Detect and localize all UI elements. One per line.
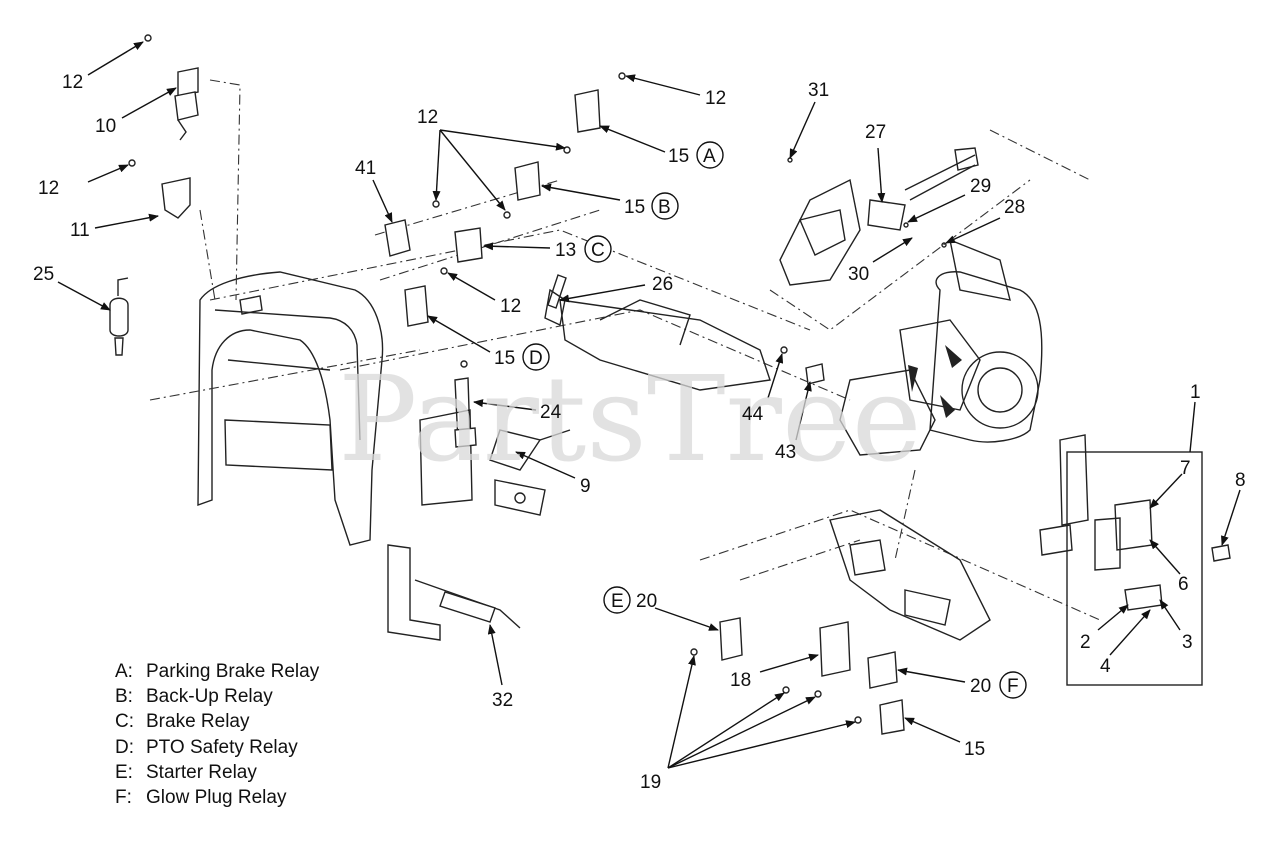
callout-13: 13	[555, 240, 576, 261]
callout-31: 31	[808, 80, 829, 101]
callout-9: 9	[580, 476, 591, 497]
callout-11: 11	[70, 220, 90, 241]
callout-12: 12	[417, 107, 438, 128]
circled-letter-e: E	[611, 591, 624, 612]
legend-label: Parking Brake Relay	[146, 661, 320, 682]
legend-label: Brake Relay	[146, 711, 250, 732]
callout-32: 32	[492, 690, 513, 711]
legend-key: F:	[115, 787, 132, 808]
callout-2: 2	[1080, 632, 1091, 653]
callout-4: 4	[1100, 656, 1111, 677]
callout-19: 19	[640, 772, 661, 793]
legend-key: D:	[115, 737, 134, 758]
circled-letter-f: F	[1007, 676, 1019, 697]
legend-key: C:	[115, 711, 134, 732]
callout-7: 7	[1180, 458, 1191, 479]
legend-key: A:	[115, 661, 133, 682]
circled-letter-a: A	[703, 146, 716, 167]
legend: A: Parking Brake Relay B: Back-Up Relay …	[115, 661, 320, 808]
legend-label: Starter Relay	[146, 762, 257, 783]
legend-label: Back-Up Relay	[146, 686, 273, 707]
frame-drawing	[149, 79, 1231, 686]
circled-letters: A B C D E F	[522, 141, 1027, 699]
callout-15: 15	[668, 146, 689, 167]
legend-key: B:	[115, 686, 133, 707]
leader-lines	[57, 41, 1241, 769]
callout-labels: 12 10 12 12 11 25 12 41 15 15 13 12 26 1…	[33, 72, 1246, 793]
callout-15: 15	[624, 197, 645, 218]
callout-12: 12	[38, 178, 59, 199]
callout-29: 29	[970, 176, 991, 197]
callout-41: 41	[355, 158, 376, 179]
legend-label: Glow Plug Relay	[146, 787, 287, 808]
callout-43: 43	[775, 442, 796, 463]
legend-key: E:	[115, 762, 133, 783]
legend-label: PTO Safety Relay	[146, 737, 298, 758]
callout-1: 1	[1190, 382, 1201, 403]
circled-letter-c: C	[591, 240, 605, 261]
callout-28: 28	[1004, 197, 1025, 218]
callout-15: 15	[964, 739, 985, 760]
callout-20: 20	[636, 591, 657, 612]
callout-18: 18	[730, 670, 751, 691]
callout-6: 6	[1178, 574, 1189, 595]
callout-15: 15	[494, 348, 515, 369]
callout-12: 12	[500, 296, 521, 317]
callout-44: 44	[742, 404, 764, 425]
callout-10: 10	[95, 116, 116, 137]
callout-25: 25	[33, 264, 54, 285]
callout-26: 26	[652, 274, 673, 295]
circled-letter-d: D	[529, 348, 543, 369]
callout-27: 27	[865, 122, 886, 143]
callout-3: 3	[1182, 632, 1193, 653]
callout-30: 30	[848, 264, 869, 285]
callout-12: 12	[705, 88, 726, 109]
watermark: PartsTree	[338, 350, 922, 488]
circled-letter-b: B	[658, 197, 671, 218]
callout-8: 8	[1235, 470, 1246, 491]
component-drawings	[109, 34, 947, 735]
callout-24: 24	[540, 402, 562, 423]
callout-20: 20	[970, 676, 991, 697]
callout-12: 12	[62, 72, 83, 93]
